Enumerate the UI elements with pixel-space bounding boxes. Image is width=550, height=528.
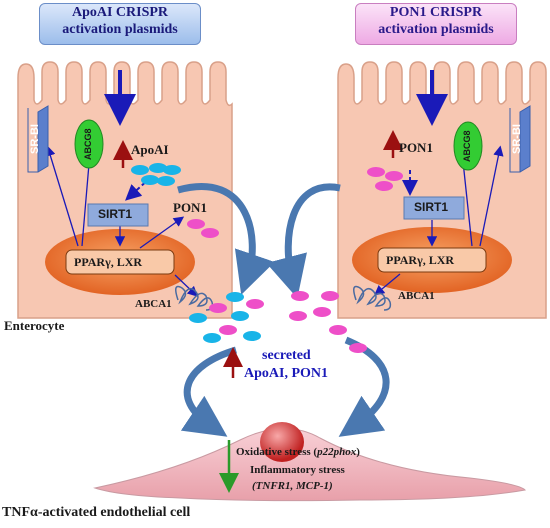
enterocyte-label: Enterocyte <box>4 318 65 333</box>
left-abcg8-transporter <box>74 119 104 169</box>
secreted-label: secreted <box>262 348 311 363</box>
right-plasmid-box: PON1 CRISPR activation plasmids <box>355 3 517 45</box>
left-ppar-label: PPARγ, LXR <box>74 255 143 269</box>
right-abcg8-transporter <box>453 121 483 171</box>
oxidative-stress-prefix: Oxidative stress ( <box>236 446 318 458</box>
left-enterocyte <box>17 61 233 319</box>
curve-arrow-center-to-endo-right <box>338 336 390 437</box>
inflammatory-markers-label: (TNFR1, MCP-1) <box>252 480 333 492</box>
oxidative-stress-label: Oxidative stress (p22phox) <box>236 446 360 458</box>
right-ppar-box <box>377 247 487 273</box>
endothelial-nucleus <box>260 422 304 462</box>
right-abcg8-label: ABCG8 <box>462 130 472 162</box>
endothelial-cell <box>93 422 526 502</box>
left-sirt1-label: SIRT1 <box>98 207 133 221</box>
left-plasmid-box: ApoAI CRISPR activation plasmids <box>39 3 201 45</box>
right-plasmid-line1: PON1 CRISPR <box>389 5 483 20</box>
secreted-proteins-label: ApoAI, PON1 <box>244 366 329 381</box>
left-apoai-to-sirt1-arrow <box>125 177 151 201</box>
left-pon1-particles <box>187 219 219 238</box>
right-sirt1-label: SIRT1 <box>414 200 449 214</box>
curve-arrow-center-to-endo-left <box>180 346 237 437</box>
right-abca1-transporter <box>353 285 392 311</box>
curve-arrow-right-cell-to-center <box>266 183 341 299</box>
left-apoai-label: ApoAI <box>131 142 169 157</box>
curve-arrow-left-cell-to-center <box>177 183 275 295</box>
inflammatory-stress-label: Inflammatory stress <box>250 464 345 476</box>
right-abca1-label: ABCA1 <box>398 290 435 302</box>
endothelial-cell-label: TNFα-activated endothelial cell <box>2 505 191 520</box>
right-srbi-label: SR-BI <box>511 124 523 154</box>
right-plasmid-line2: activation plasmids <box>378 22 494 37</box>
left-plasmid-line1: ApoAI CRISPR <box>71 5 169 20</box>
oxidative-stress-suffix: ) <box>356 446 360 458</box>
left-ppar-box <box>65 249 175 275</box>
left-abca1-label: ABCA1 <box>135 298 172 310</box>
secreted-right-particles <box>289 291 367 353</box>
right-pon1-particles <box>367 167 403 191</box>
right-pon1-label: PON1 <box>399 140 433 155</box>
oxidative-stress-marker: p22phox <box>317 446 357 458</box>
right-enterocyte <box>337 61 547 319</box>
right-srbi-receptor <box>509 105 531 173</box>
secreted-left-particles <box>189 292 264 343</box>
left-pon1-label: PON1 <box>173 200 207 215</box>
left-srbi-label: SR-BI <box>29 124 41 154</box>
left-srbi-receptor <box>27 105 49 173</box>
left-sirt1-box <box>87 203 149 227</box>
right-sirt1-box <box>403 196 465 220</box>
left-abcg8-label: ABCG8 <box>83 128 93 160</box>
left-apoai-particles <box>131 163 181 186</box>
left-plasmid-line2: activation plasmids <box>62 22 178 37</box>
left-abca1-transporter <box>175 285 214 311</box>
right-ppar-label: PPARγ, LXR <box>386 253 455 267</box>
endothelial-cell-body <box>93 428 526 502</box>
